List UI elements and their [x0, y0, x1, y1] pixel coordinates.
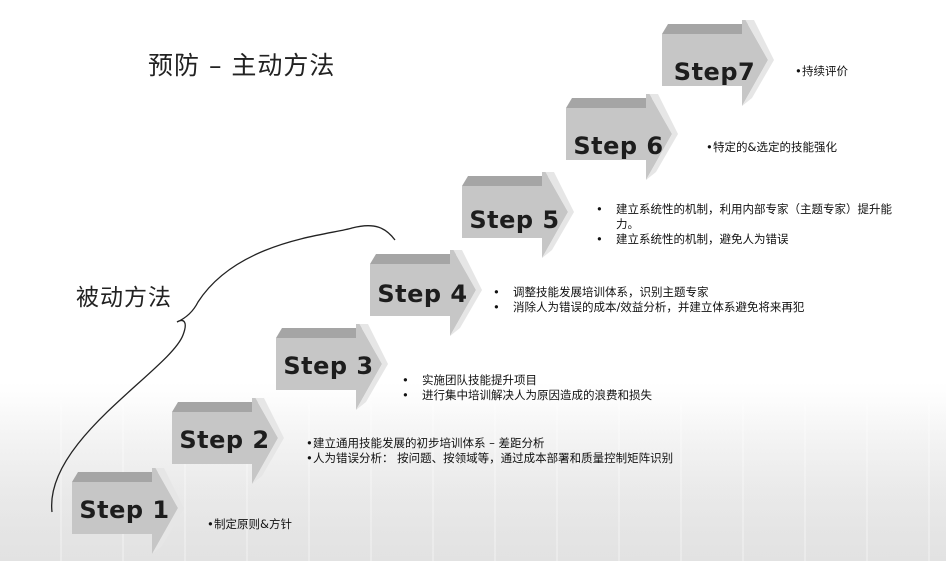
- step-4-description: 调整技能发展培训体系，识别主题专家 消除人为错误的成本/效益分析，并建立体系避免…: [493, 285, 804, 315]
- step-5-description: 建立系统性的机制，利用内部专家（主题专家）提升能力。 建立系统性的机制，避免人为…: [596, 202, 906, 247]
- step-7-description: 持续评价: [795, 64, 848, 79]
- step-1-label: Step 1: [79, 496, 170, 524]
- step-1-description: 制定原则&方针: [207, 517, 292, 532]
- step-5-item-1: 建立系统性的机制，利用内部专家（主题专家）提升能力。: [596, 202, 906, 232]
- step-6-label: Step 6: [573, 132, 664, 160]
- step-3-label: Step 3: [283, 352, 374, 380]
- step-6-item-1: 特定的&选定的技能强化: [706, 140, 837, 155]
- step-4-item-1: 调整技能发展培训体系，识别主题专家: [493, 285, 804, 300]
- step-4-item-2: 消除人为错误的成本/效益分析，并建立体系避免将来再犯: [493, 300, 804, 315]
- active-method-title: 预防 – 主动方法: [148, 51, 336, 80]
- step-2-arrow: Step 2: [172, 398, 304, 498]
- step-3-item-2: 进行集中培训解决人为原因造成的浪费和损失: [402, 388, 652, 403]
- step-1-arrow: Step 1: [72, 468, 204, 568]
- step-5-label: Step 5: [469, 206, 560, 234]
- step-2-item-2: 人为错误分析： 按问题、按领域等，通过成本部署和质量控制矩阵识别: [306, 451, 673, 466]
- step-2-description: 建立通用技能发展的初步培训体系 – 差距分析 人为错误分析： 按问题、按领域等，…: [306, 436, 673, 466]
- step-3-description: 实施团队技能提升项目 进行集中培训解决人为原因造成的浪费和损失: [402, 373, 652, 403]
- step-6-arrow: Step 6: [566, 94, 698, 194]
- step-2-label: Step 2: [179, 426, 270, 454]
- step-4-arrow: Step 4: [370, 250, 502, 350]
- step-5-arrow: Step 5: [462, 172, 594, 272]
- step-3-arrow: Step 3: [276, 324, 408, 424]
- step-2-item-1: 建立通用技能发展的初步培训体系 – 差距分析: [306, 436, 673, 451]
- step-3-item-1: 实施团队技能提升项目: [402, 373, 652, 388]
- step-1-item-1: 制定原则&方针: [207, 517, 292, 532]
- step-5-item-2: 建立系统性的机制，避免人为错误: [596, 232, 906, 247]
- step-7-arrow: Step7: [662, 20, 794, 120]
- step-6-description: 特定的&选定的技能强化: [706, 140, 837, 155]
- step-4-label: Step 4: [377, 280, 468, 308]
- passive-method-title: 被动方法: [76, 285, 172, 311]
- step-7-item-1: 持续评价: [795, 64, 848, 79]
- step-7-label: Step7: [673, 58, 756, 86]
